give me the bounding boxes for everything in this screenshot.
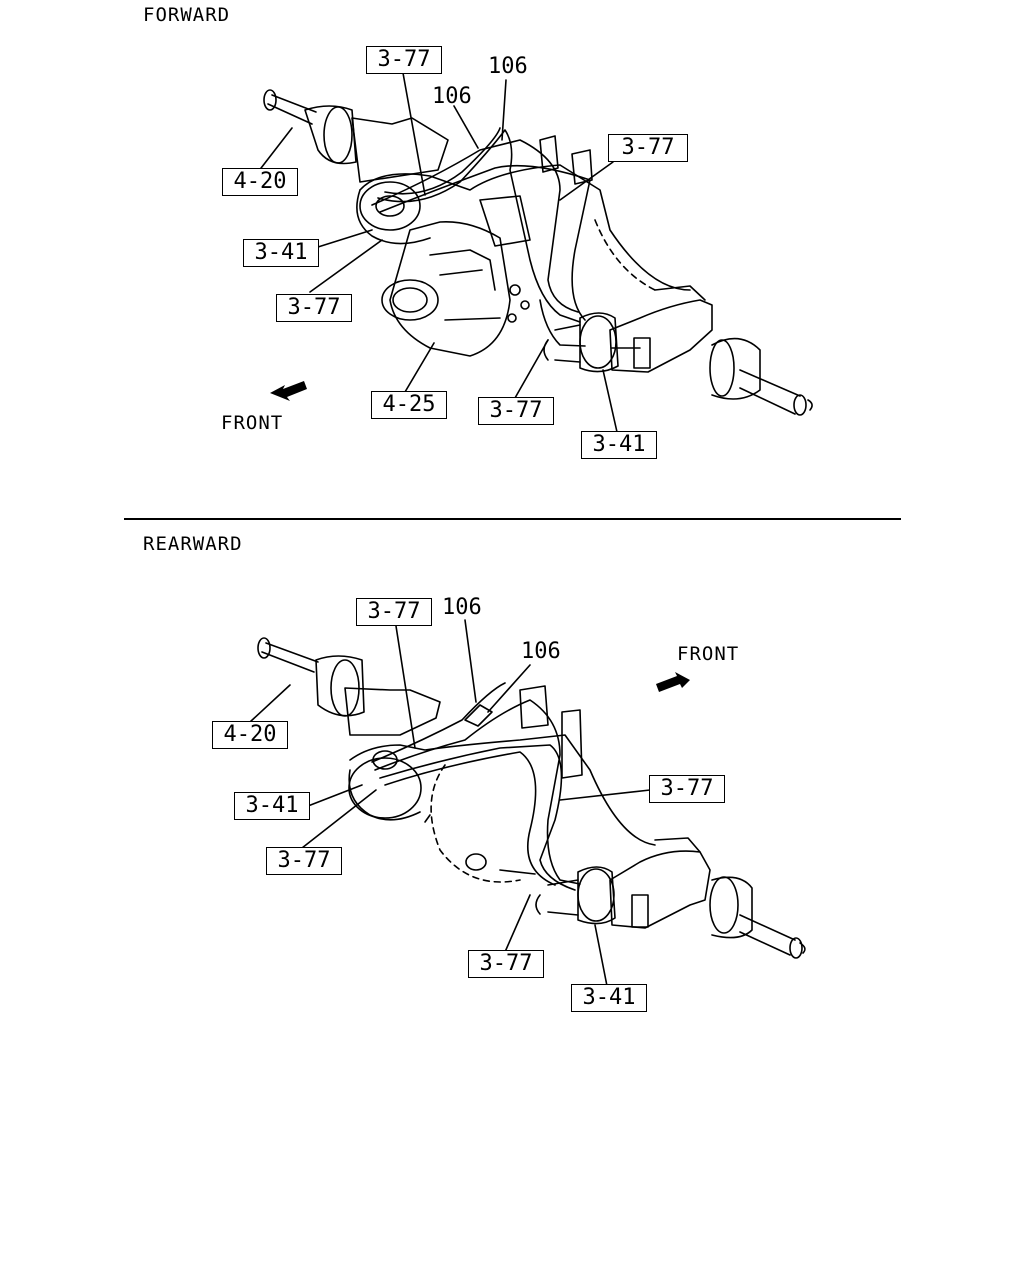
- forward-axle-drawing: [263, 89, 813, 416]
- callout-forward-4-25: 4-25: [371, 391, 447, 419]
- callout-forward-3-41-left: 3-41: [243, 239, 319, 267]
- callout-rearward-4-20: 4-20: [212, 721, 288, 749]
- callout-forward-106-right: 106: [488, 54, 528, 79]
- callout-forward-3-41-right: 3-41: [581, 431, 657, 459]
- callout-rearward-3-77-right: 3-77: [649, 775, 725, 803]
- rearward-axle-drawing: [257, 637, 806, 959]
- callout-rearward-3-41-left: 3-41: [234, 792, 310, 820]
- callout-forward-3-77-bottom: 3-77: [478, 397, 554, 425]
- callout-forward-106-left: 106: [432, 84, 472, 109]
- rearward-section-title: REARWARD: [143, 533, 243, 555]
- section-divider: [124, 518, 901, 520]
- forward-front-arrow-icon: [270, 381, 307, 401]
- callout-rearward-3-77-left: 3-77: [266, 847, 342, 875]
- callout-rearward-3-41-right: 3-41: [571, 984, 647, 1012]
- callout-rearward-106-left: 106: [442, 595, 482, 620]
- rearward-leader-lines: [249, 619, 651, 987]
- forward-front-label: FRONT: [221, 412, 284, 434]
- forward-leader-lines: [257, 72, 618, 433]
- callout-rearward-106-right: 106: [521, 639, 561, 664]
- callout-rearward-3-77-bottom: 3-77: [468, 950, 544, 978]
- rearward-front-arrow-icon: [656, 672, 690, 692]
- forward-section-title: FORWARD: [143, 4, 231, 26]
- callout-rearward-3-77-top: 3-77: [356, 598, 432, 626]
- rearward-front-label: FRONT: [677, 643, 740, 665]
- callout-forward-3-77-left: 3-77: [276, 294, 352, 322]
- callout-forward-4-20: 4-20: [222, 168, 298, 196]
- callout-forward-3-77-right: 3-77: [608, 134, 688, 162]
- callout-forward-3-77-top: 3-77: [366, 46, 442, 74]
